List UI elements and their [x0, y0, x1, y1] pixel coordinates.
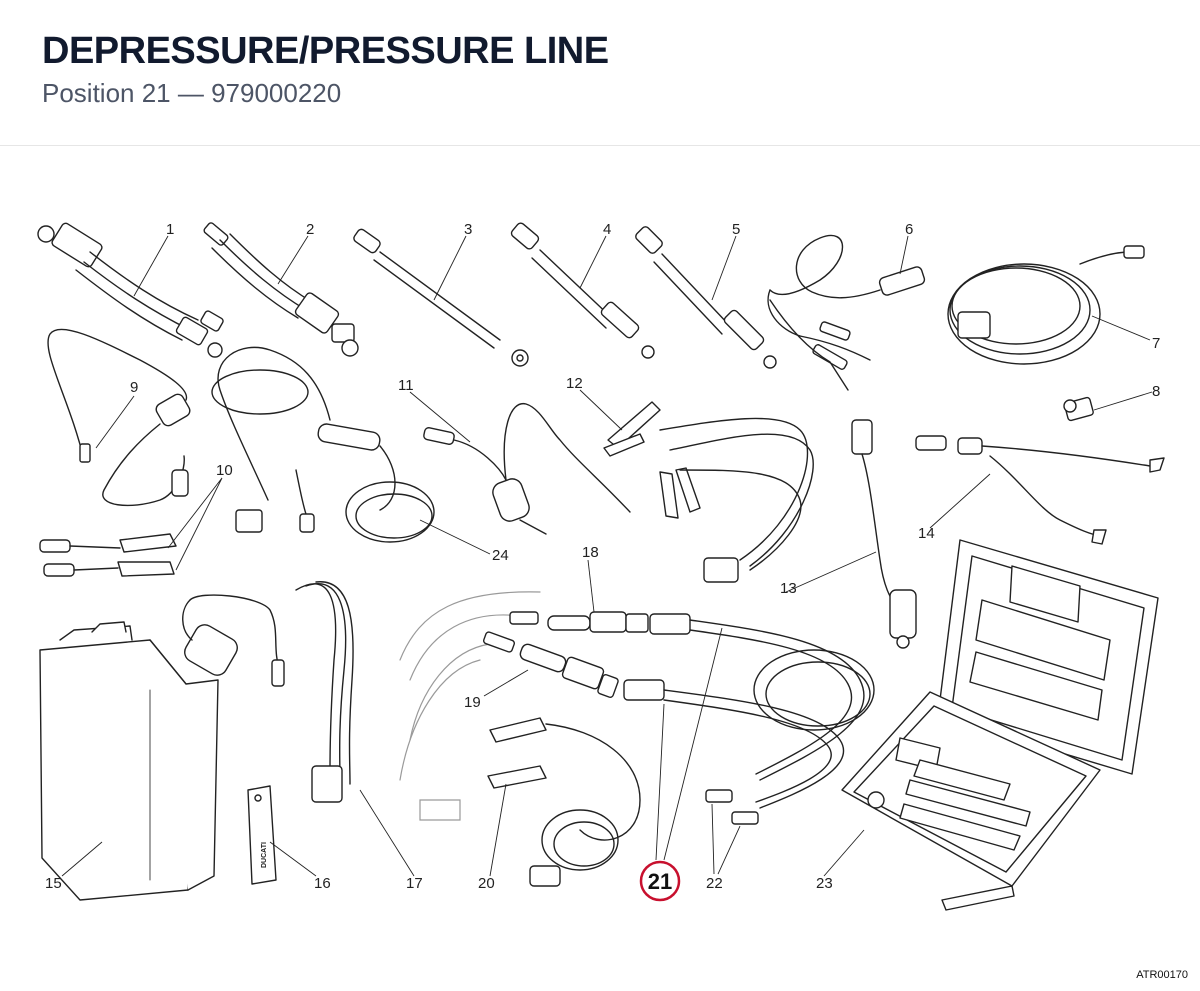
callout-12: 12	[566, 375, 583, 392]
part-13-drawing	[851, 419, 917, 649]
part-5-drawing	[635, 226, 777, 369]
part-12-drawing	[603, 401, 814, 583]
part-24-drawing	[211, 346, 435, 543]
part-20-drawing	[487, 717, 641, 887]
callout-5: 5	[732, 221, 740, 238]
drawing-code: ATR00170	[1136, 969, 1188, 981]
part-15-drawing	[39, 621, 219, 901]
page-subtitle: Position 21 — 979000220	[42, 78, 342, 108]
part-9-drawing	[47, 328, 191, 507]
callout-1: 1	[166, 221, 174, 238]
part-2-drawing	[203, 222, 359, 357]
part-14-drawing	[915, 435, 1165, 545]
callout-14: 14	[918, 525, 935, 542]
part-23-drawing	[841, 539, 1159, 911]
part-4-drawing	[510, 222, 655, 359]
leader-lines	[61, 235, 1153, 877]
callout-20: 20	[478, 875, 495, 892]
callout-13: 13	[780, 580, 797, 597]
callout-4: 4	[603, 221, 611, 238]
callout-10: 10	[216, 462, 233, 479]
callout-21: 21	[648, 869, 672, 894]
callout-15: 15	[45, 875, 62, 892]
page-title: DEPRESSURE/PRESSURE LINE	[42, 30, 609, 72]
part-10-drawing	[39, 533, 177, 577]
callout-23: 23	[816, 875, 833, 892]
part-16-tag-text: DUCATI	[261, 842, 268, 868]
highlighted-callout-21[interactable]: 21	[639, 860, 681, 902]
part-1-drawing	[37, 222, 224, 358]
part-7-drawing	[947, 245, 1145, 365]
callout-7: 7	[1152, 335, 1160, 352]
part-3-drawing	[353, 228, 529, 367]
callout-19: 19	[464, 694, 481, 711]
part-21-drawing	[623, 613, 875, 809]
part-11-drawing	[423, 403, 631, 535]
callout-9: 9	[130, 379, 138, 396]
callout-11: 11	[398, 377, 414, 394]
callout-17: 17	[406, 875, 423, 892]
part-16-drawing	[247, 785, 277, 885]
callout-24: 24	[492, 547, 509, 564]
callout-22: 22	[706, 875, 723, 892]
callout-18: 18	[582, 544, 599, 561]
part-19-drawing	[399, 631, 619, 821]
part-18-drawing	[399, 591, 649, 681]
header: DEPRESSURE/PRESSURE LINE Position 21 — 9…	[0, 0, 1200, 146]
callout-8: 8	[1152, 383, 1160, 400]
part-17-drawing	[182, 581, 354, 803]
callout-16: 16	[314, 875, 331, 892]
callout-6: 6	[905, 221, 913, 238]
part-22-drawing	[705, 789, 759, 825]
part-6-drawing	[767, 234, 926, 391]
callout-labels: 1 2 3 4 5 6 7 8 9 10 11 12 13 14 15 16 1…	[45, 221, 1160, 892]
callout-3: 3	[464, 221, 472, 238]
part-8-drawing	[1063, 396, 1094, 422]
callout-2: 2	[306, 221, 314, 238]
